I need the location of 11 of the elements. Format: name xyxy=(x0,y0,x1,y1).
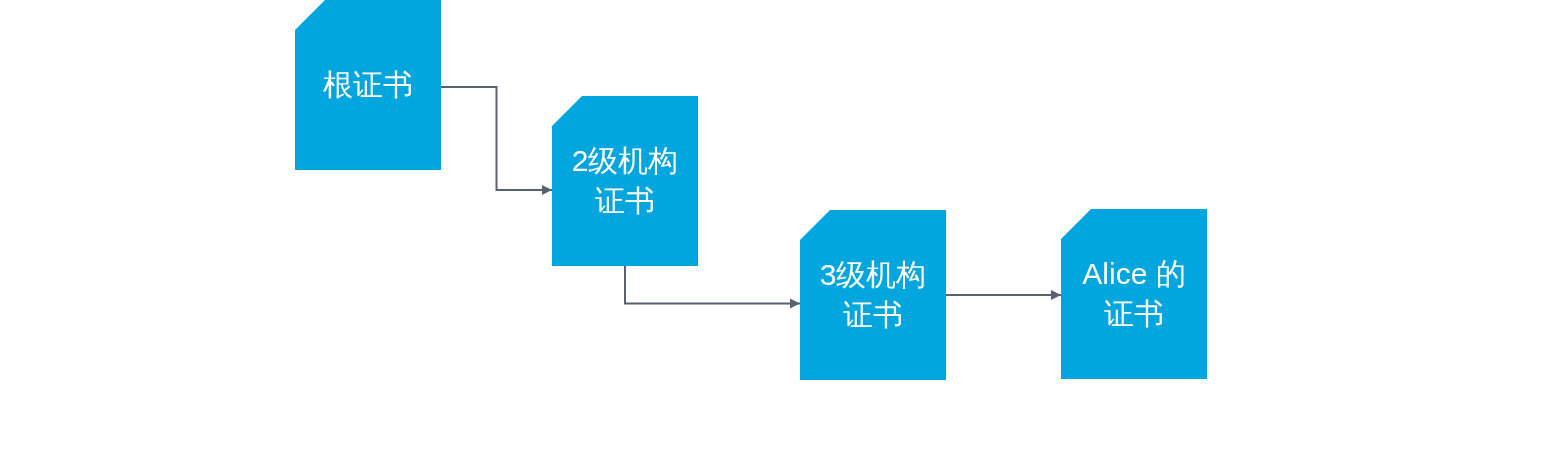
box-label: Alice 的证书 xyxy=(1081,256,1187,332)
arrow xyxy=(440,86,553,195)
arrow xyxy=(945,290,1062,300)
document-box xyxy=(295,0,441,170)
box-label: 2级机构证书 xyxy=(570,143,680,219)
arrow xyxy=(624,265,801,309)
box-label: 3级机构证书 xyxy=(818,257,928,333)
document-box xyxy=(1061,209,1207,379)
box-label: 根证书 xyxy=(323,67,413,103)
document-box xyxy=(552,96,698,266)
document-box xyxy=(800,210,946,380)
